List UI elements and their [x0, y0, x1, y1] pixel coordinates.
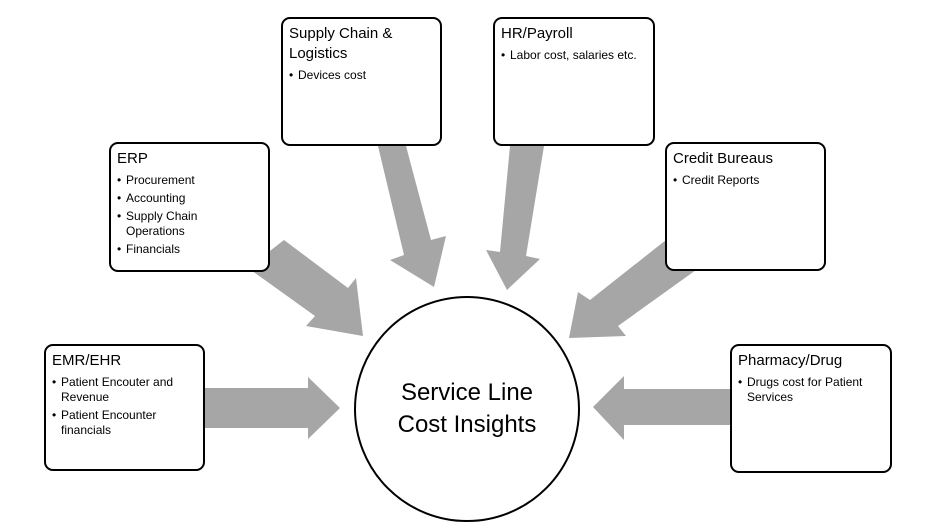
- bullet-list-erp: Procurement Accounting Supply Chain Oper…: [117, 173, 262, 257]
- bullet-item: Supply Chain Operations: [117, 209, 206, 239]
- source-title-hr-payroll: HR/Payroll: [501, 25, 573, 42]
- source-box-pharmacy: Pharmacy/Drug Drugs cost for Patient Ser…: [730, 344, 892, 473]
- source-title-pharmacy: Pharmacy/Drug: [738, 352, 843, 369]
- bullet-item: Patient Encouter and Revenue: [52, 375, 197, 405]
- bullet-list-credit-bureaus: Credit Reports: [673, 173, 818, 188]
- bullet-item: Labor cost, salaries etc.: [501, 48, 647, 63]
- arrow-pharmacy-to-center: [593, 376, 731, 440]
- center-circle: Service Line Cost Insights: [354, 296, 580, 522]
- bullet-list-pharmacy: Drugs cost for Patient Services: [738, 375, 884, 405]
- bullet-item: Devices cost: [289, 68, 434, 83]
- arrow-hr-to-center: [486, 146, 544, 290]
- arrow-supply-to-center: [364, 146, 446, 287]
- bullet-item: Procurement: [117, 173, 262, 188]
- arrow-erp-to-center: [248, 240, 363, 336]
- arrow-credit-to-center: [569, 240, 696, 338]
- source-box-emr: EMR/EHR Patient Encouter and Revenue Pat…: [44, 344, 205, 471]
- arrow-emr-to-center: [205, 377, 340, 439]
- source-box-supply-chain: Supply Chain & Logistics Devices cost: [281, 17, 442, 146]
- source-title-supply-chain: Supply Chain & Logistics: [289, 25, 393, 62]
- source-title-credit-bureaus: Credit Bureaus: [673, 150, 774, 167]
- bullet-item: Financials: [117, 242, 262, 257]
- center-title: Service Line Cost Insights: [397, 379, 537, 438]
- bullet-list-emr: Patient Encouter and Revenue Patient Enc…: [52, 375, 197, 438]
- source-title-emr: EMR/EHR: [52, 352, 122, 369]
- source-title-erp: ERP: [117, 150, 148, 167]
- bullet-list-supply-chain: Devices cost: [289, 68, 434, 83]
- source-box-credit-bureaus: Credit Bureaus Credit Reports: [665, 142, 826, 271]
- bullet-item: Credit Reports: [673, 173, 818, 188]
- bullet-item: Drugs cost for Patient Services: [738, 375, 877, 405]
- source-box-erp: ERP Procurement Accounting Supply Chain …: [109, 142, 270, 272]
- source-box-hr-payroll: HR/Payroll Labor cost, salaries etc.: [493, 17, 655, 146]
- bullet-item: Accounting: [117, 191, 262, 206]
- bullet-item: Patient Encounter financials: [52, 408, 197, 438]
- bullet-list-hr-payroll: Labor cost, salaries etc.: [501, 48, 647, 63]
